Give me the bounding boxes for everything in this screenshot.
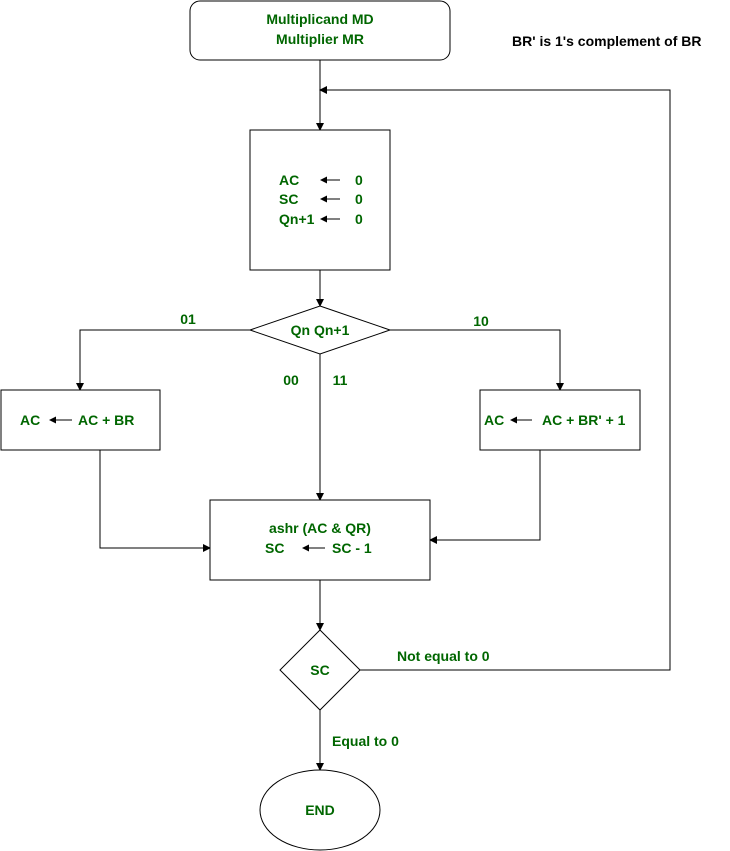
not-equal-label: Not equal to 0 — [397, 648, 490, 664]
branch-label-00: 00 — [283, 372, 299, 388]
add-box-expr: AC + BR — [78, 412, 134, 428]
end-node: END — [259, 769, 381, 851]
init-val-sc: 0 — [355, 191, 363, 207]
subtract-box: AC AC + BR' + 1 — [479, 389, 641, 451]
decision-sc: SC — [279, 629, 361, 711]
init-reg-ac: AC — [279, 172, 299, 188]
decision-qn-qn1: Qn Qn+1 — [248, 305, 392, 355]
arrow-subtract-to-shift — [429, 450, 541, 544]
init-reg-qn1: Qn+1 — [279, 211, 315, 227]
arrow-loop-back — [319, 86, 671, 671]
decision-qn-qn1-label: Qn Qn+1 — [291, 322, 350, 338]
branch-label-11: 11 — [333, 372, 348, 388]
add-box: AC AC + BR — [0, 389, 161, 451]
init-box: AC 0 SC 0 Qn+1 0 — [249, 129, 391, 271]
arrow-branch-01 — [76, 329, 250, 391]
branch-label-10: 10 — [473, 313, 489, 329]
shift-box-expr: SC - 1 — [332, 540, 372, 556]
equal-label: Equal to 0 — [332, 733, 399, 749]
end-label: END — [305, 802, 335, 818]
init-val-qn1: 0 — [355, 211, 363, 227]
branch-label-01: 01 — [180, 311, 196, 327]
start-line-2: Multiplier MR — [276, 31, 364, 47]
add-box-reg: AC — [20, 412, 40, 428]
start-line-1: Multiplicand MD — [266, 11, 373, 27]
subtract-box-reg: AC — [484, 412, 504, 428]
subtract-box-expr: AC + BR' + 1 — [542, 412, 626, 428]
decision-sc-label: SC — [310, 662, 329, 678]
complement-note: BR' is 1's complement of BR — [512, 33, 701, 49]
start-node: Multiplicand MD Multiplier MR — [189, 0, 451, 61]
shift-box: ashr (AC & QR) SC SC - 1 — [209, 499, 431, 581]
shift-box-reg: SC — [265, 540, 284, 556]
arrow-branch-10 — [390, 329, 564, 391]
shift-box-line-1: ashr (AC & QR) — [269, 520, 371, 536]
init-val-ac: 0 — [355, 172, 363, 188]
init-reg-sc: SC — [279, 191, 298, 207]
arrow-add-to-shift — [99, 450, 211, 552]
